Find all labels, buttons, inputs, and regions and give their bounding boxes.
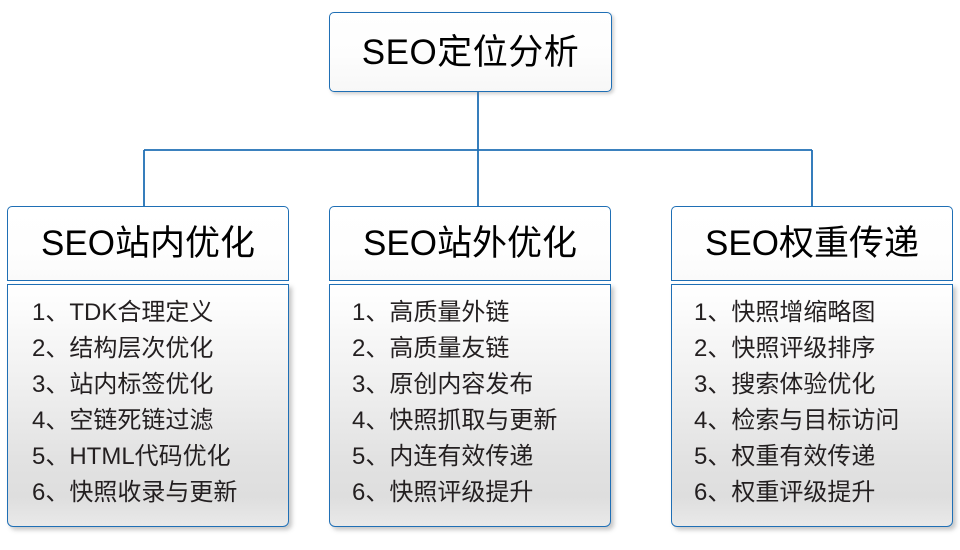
- branch-list-1: 1、TDK合理定义 2、结构层次优化 3、站内标签优化 4、空链死链过滤 5、H…: [7, 284, 289, 527]
- list-item: 6、快照收录与更新: [32, 479, 238, 506]
- list-item: 4、空链死链过滤: [32, 407, 214, 434]
- root-node-label: SEO定位分析: [361, 32, 580, 72]
- branch-header-3[interactable]: SEO权重传递: [671, 206, 953, 281]
- list-item: 2、结构层次优化: [32, 335, 214, 362]
- root-node[interactable]: SEO定位分析: [329, 12, 612, 92]
- list-item: 5、HTML代码优化: [32, 443, 231, 470]
- list-item: 2、高质量友链: [352, 335, 510, 362]
- list-item: 2、快照评级排序: [694, 335, 876, 362]
- list-item: 4、检索与目标访问: [694, 407, 900, 434]
- branch-header-label-1: SEO站内优化: [41, 224, 255, 263]
- list-item: 1、高质量外链: [352, 299, 510, 326]
- list-item: 1、TDK合理定义: [32, 299, 214, 326]
- list-item: 5、内连有效传递: [352, 443, 534, 470]
- branch-column-1: SEO站内优化 1、TDK合理定义 2、结构层次优化 3、站内标签优化 4、空链…: [7, 206, 289, 527]
- branch-list-2: 1、高质量外链 2、高质量友链 3、原创内容发布 4、快照抓取与更新 5、内连有…: [329, 284, 611, 527]
- list-item: 4、快照抓取与更新: [352, 407, 558, 434]
- list-item: 3、原创内容发布: [352, 371, 534, 398]
- list-item: 6、快照评级提升: [352, 479, 534, 506]
- branch-list-3: 1、快照增缩略图 2、快照评级排序 3、搜索体验优化 4、检索与目标访问 5、权…: [671, 284, 953, 527]
- branch-header-label-3: SEO权重传递: [705, 224, 919, 263]
- list-item: 1、快照增缩略图: [694, 299, 876, 326]
- branch-header-1[interactable]: SEO站内优化: [7, 206, 289, 281]
- list-item: 5、权重有效传递: [694, 443, 876, 470]
- branch-column-2: SEO站外优化 1、高质量外链 2、高质量友链 3、原创内容发布 4、快照抓取与…: [329, 206, 611, 527]
- list-item: 3、搜索体验优化: [694, 371, 876, 398]
- list-item: 3、站内标签优化: [32, 371, 214, 398]
- branch-header-2[interactable]: SEO站外优化: [329, 206, 611, 281]
- list-item: 6、权重评级提升: [694, 479, 876, 506]
- branch-column-3: SEO权重传递 1、快照增缩略图 2、快照评级排序 3、搜索体验优化 4、检索与…: [671, 206, 953, 527]
- branch-header-label-2: SEO站外优化: [363, 224, 577, 263]
